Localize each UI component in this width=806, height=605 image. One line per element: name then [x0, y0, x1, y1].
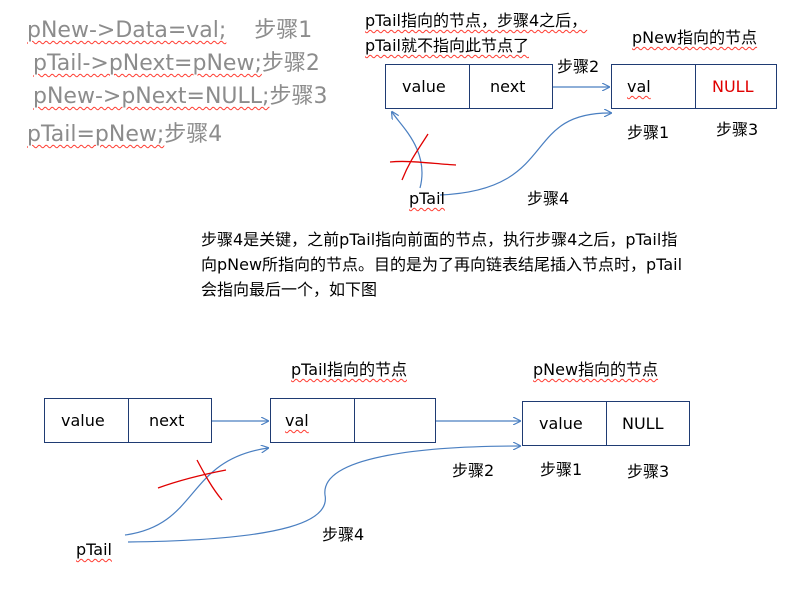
bottom-node-c: value NULL	[522, 401, 690, 446]
bottom-ptail-pointer-label: pTail	[76, 540, 112, 560]
bottom-node-b-val-text: val	[285, 411, 309, 430]
code-step: 步骤3	[269, 84, 328, 109]
bottom-ptail-old-arrow	[124, 448, 268, 536]
top-ptail-new-arrow	[439, 113, 611, 196]
code-text: pNew->Data=val;	[27, 18, 227, 43]
bottom-ptail-label: pTail指向的节点	[291, 360, 407, 380]
explanation-text: 步骤4是关键，之前pTail指向前面的节点，执行步骤4之后，pTail指 向pN…	[201, 227, 801, 302]
bottom-node-b: val	[270, 398, 436, 443]
top-ptail-note-text: pTail指向的节点，步骤4之后，	[365, 11, 588, 30]
top-pnew-label-text: pNew指向的节点	[632, 28, 758, 47]
top-ptail-note-text: pTail就不指向此节点了	[365, 36, 529, 55]
bottom-pnew-label-text: pNew指向的节点	[533, 360, 659, 379]
bottom-node-a-divider	[128, 399, 129, 442]
code-text: pTail->pNext=pNew;	[33, 51, 262, 76]
bottom-node-a-next: next	[149, 411, 185, 430]
bottom-step4-label: 步骤4	[322, 525, 365, 544]
code-step: 步骤4	[164, 122, 223, 147]
top-cross-mark	[389, 133, 457, 181]
bottom-node-c-divider	[606, 402, 607, 445]
bottom-node-a-value: value	[61, 411, 105, 430]
bottom-pnew-label: pNew指向的节点	[533, 360, 658, 380]
explanation-line-2: 向pNew所指向的节点。目的是为了再向链表结尾插入节点时，pTail	[201, 255, 683, 274]
top-node-a-value: value	[402, 77, 446, 96]
code-line-4: pTail=pNew;步骤4	[27, 122, 222, 148]
bottom-ptail-text: pTail	[76, 540, 112, 559]
code-text: pTail=pNew;	[27, 122, 165, 147]
bottom-node-b-val: val	[285, 399, 309, 442]
top-step3-label: 步骤3	[716, 120, 759, 139]
bottom-node-c-null: NULL	[622, 414, 664, 433]
top-pnew-label: pNew指向的节点	[632, 28, 757, 48]
top-step2-label: 步骤2	[557, 57, 600, 76]
bottom-cross-mark	[157, 459, 227, 501]
top-node-a-divider	[469, 65, 470, 108]
bottom-node-a: value next	[44, 398, 212, 443]
top-ptail-note-line2: pTail就不指向此节点了	[365, 36, 529, 56]
bottom-ptail-label-text: pTail指向的节点	[291, 360, 407, 379]
bottom-step3-label: 步骤3	[627, 462, 670, 481]
explanation-line-1: 步骤4是关键，之前pTail指向前面的节点，执行步骤4之后，pTail指	[201, 230, 678, 249]
code-line-3: pNew->pNext=NULL;步骤3	[33, 84, 327, 110]
code-line-2: pTail->pNext=pNew;步骤2	[33, 51, 320, 77]
bottom-step2-label: 步骤2	[452, 461, 495, 480]
bottom-ptail-new-arrow	[127, 446, 520, 543]
code-text: pNew->pNext=NULL;	[33, 84, 270, 109]
top-ptail-label: pTail	[409, 189, 445, 209]
top-step1-label: 步骤1	[627, 123, 670, 142]
code-line-1: pNew->Data=val; 步骤1	[27, 18, 312, 44]
bottom-step1-label: 步骤1	[540, 460, 583, 479]
top-ptail-note-line1: pTail指向的节点，步骤4之后，	[365, 11, 587, 31]
code-step: 步骤1	[254, 18, 313, 43]
top-node-b: val NULL	[611, 64, 777, 109]
top-node-a-next: next	[490, 77, 526, 96]
bottom-node-c-value: value	[539, 414, 583, 433]
top-node-a: value next	[385, 64, 553, 109]
top-ptail-text: pTail	[409, 189, 445, 208]
top-node-b-divider	[695, 65, 696, 108]
top-node-b-null: NULL	[712, 77, 754, 96]
top-step4-label: 步骤4	[527, 189, 570, 208]
code-step: 步骤2	[261, 51, 320, 76]
explanation-line-3: 会指向最后一个，如下图	[201, 280, 378, 299]
top-node-b-val-text: val	[627, 77, 651, 96]
top-ptail-old-arrow	[392, 112, 423, 189]
top-node-b-val: val	[627, 65, 651, 108]
bottom-node-b-divider	[354, 399, 355, 442]
